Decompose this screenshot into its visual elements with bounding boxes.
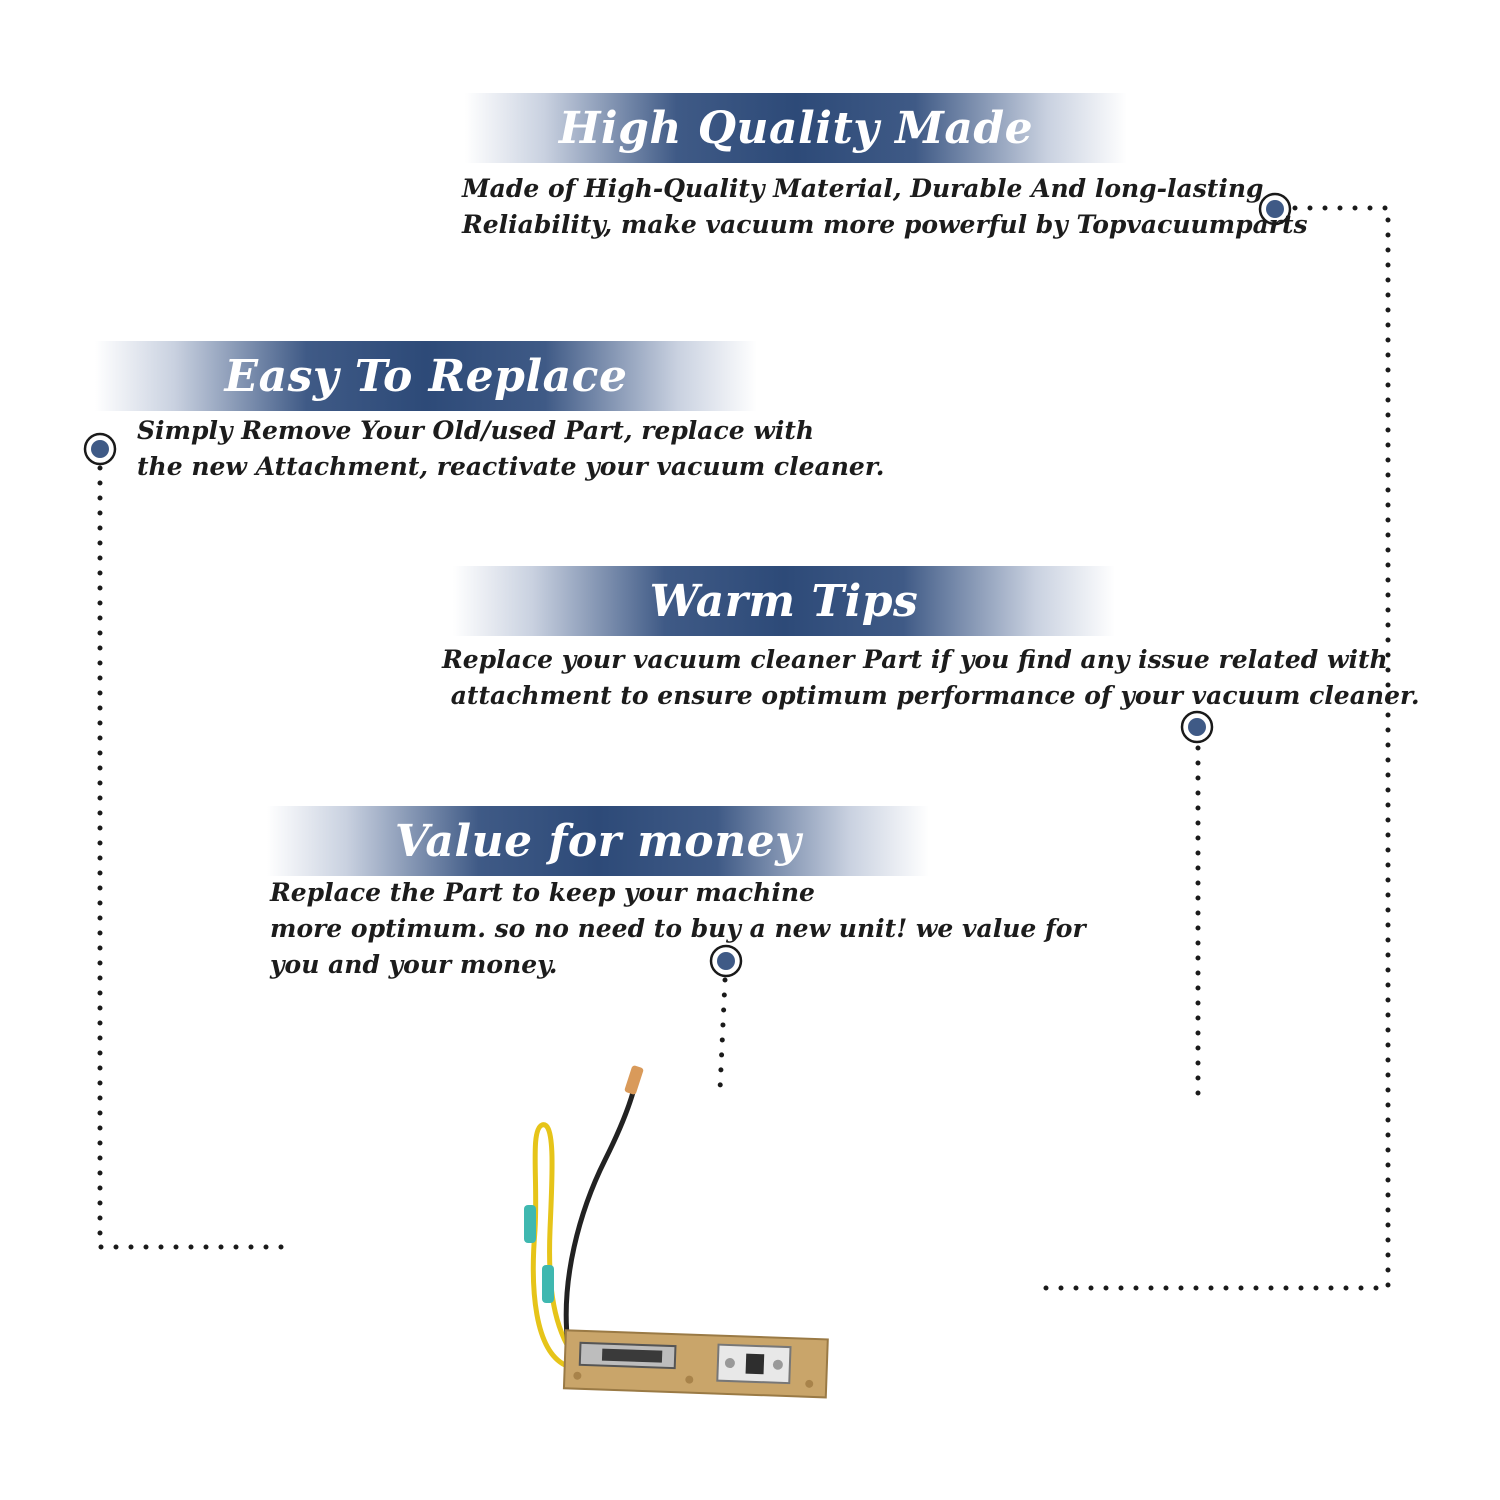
marker-easy-replace — [83, 432, 117, 466]
connector-right-outer — [1035, 205, 1391, 1291]
title-warm-tips: Warm Tips — [649, 575, 919, 627]
banner-easy-replace: Easy To Replace — [95, 341, 757, 411]
desc-value: Replace the Part to keep your machine mo… — [270, 878, 1086, 979]
banner-high-quality: High Quality Made — [465, 93, 1127, 163]
banner-warm-tips: Warm Tips — [453, 566, 1115, 636]
title-easy-replace: Easy To Replace — [224, 350, 628, 402]
desc-high-quality: Made of High-Quality Material, Durable A… — [462, 174, 1308, 239]
product-image — [524, 1065, 829, 1399]
desc-easy-replace: Simply Remove Your Old/used Part, replac… — [137, 416, 885, 481]
desc-warm-tips: Replace your vacuum cleaner Part if you … — [442, 645, 1420, 710]
banner-value: Value for money — [267, 806, 929, 876]
title-high-quality: High Quality Made — [558, 102, 1034, 154]
title-value: Value for money — [394, 815, 802, 867]
marker-warm-tips — [1180, 710, 1214, 744]
